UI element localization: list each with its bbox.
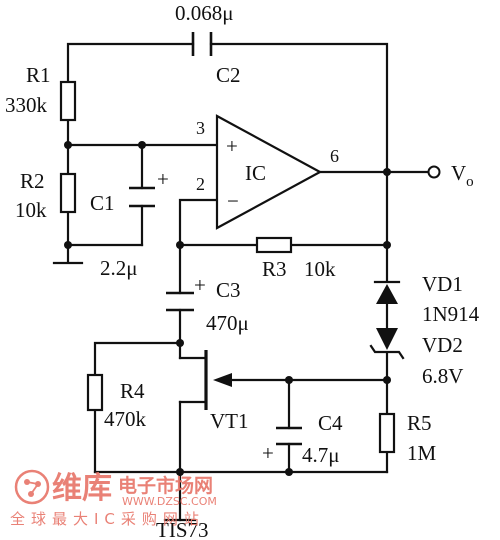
r3-value: 10k <box>304 257 336 281</box>
vd2-ref: VD2 <box>422 333 463 357</box>
r5-value: 1M <box>407 441 437 465</box>
vt1-ref: VT1 <box>210 409 249 433</box>
capacitor-c4: + C4 4.7μ <box>262 411 343 467</box>
resistor-r5: R5 1M <box>378 411 437 465</box>
capacitor-c1: + C1 2.2μ <box>90 167 169 280</box>
vt1-part: TIS73 <box>156 518 209 540</box>
c2-ref: C2 <box>216 63 241 87</box>
c3-ref: C3 <box>216 278 241 302</box>
opamp-ic: IC + − 3 2 6 <box>196 114 339 230</box>
c1-ref: C1 <box>90 191 115 215</box>
capacitor-c3: + C3 470μ <box>166 273 249 335</box>
ic-minus-sign: − <box>227 189 239 213</box>
ic-ref: IC <box>245 161 266 185</box>
resistor-r2: R2 10k <box>15 169 77 222</box>
capacitor-c2: 0.068μ C2 <box>175 1 241 87</box>
vd1-ref: VD1 <box>422 272 463 296</box>
ic-plus-sign: + <box>226 134 238 158</box>
r4-ref: R4 <box>120 379 145 403</box>
watermark-url: WWW.DZSC.COM <box>122 495 217 508</box>
resistor-r1: R1 330k <box>5 63 77 122</box>
ic-pin3: 3 <box>196 118 205 138</box>
watermark-brand-sub: 电子市场网 <box>118 474 213 497</box>
watermark-slogan: 全球最大IC采购网站 <box>10 510 205 528</box>
vd1-value: 1N914 <box>422 302 480 326</box>
vo-label-sub: o <box>466 174 474 190</box>
output-terminal: Vo <box>427 161 474 190</box>
c2-value: 0.068μ <box>175 1 234 25</box>
watermark: 维库 电子市场网 WWW.DZSC.COM 全球最大IC采购网站 <box>10 469 217 528</box>
r4-value: 470k <box>104 407 147 431</box>
r2-ref: R2 <box>20 169 45 193</box>
r5-ref: R5 <box>407 411 432 435</box>
c4-polarity: + <box>262 441 274 465</box>
c4-value: 4.7μ <box>302 443 340 467</box>
ic-pin2: 2 <box>196 174 205 194</box>
resistor-r4: R4 470k <box>86 373 147 431</box>
ic-pin6: 6 <box>330 146 339 166</box>
r1-ref: R1 <box>26 63 51 87</box>
junction-dots <box>64 141 391 476</box>
watermark-brand: 维库 <box>52 471 112 506</box>
c3-value: 470μ <box>206 311 249 335</box>
c3-polarity: + <box>194 273 206 297</box>
c1-value: 2.2μ <box>100 256 138 280</box>
r2-value: 10k <box>15 198 47 222</box>
diode-vd1: VD1 1N914 <box>373 272 480 326</box>
r1-value: 330k <box>5 93 48 117</box>
vo-label: Vo <box>451 161 474 190</box>
c4-ref: C4 <box>318 411 343 435</box>
jfet-vt1: VT1 TIS73 <box>156 350 249 540</box>
resistor-r3: R3 10k <box>255 236 336 281</box>
c1-polarity: + <box>157 167 169 191</box>
vd2-value: 6.8V <box>422 364 463 388</box>
r3-ref: R3 <box>262 257 287 281</box>
zener-diode-vd2: VD2 6.8V <box>369 328 463 388</box>
circuit-node-logo-icon <box>14 469 50 505</box>
vo-label-main: V <box>451 161 466 185</box>
